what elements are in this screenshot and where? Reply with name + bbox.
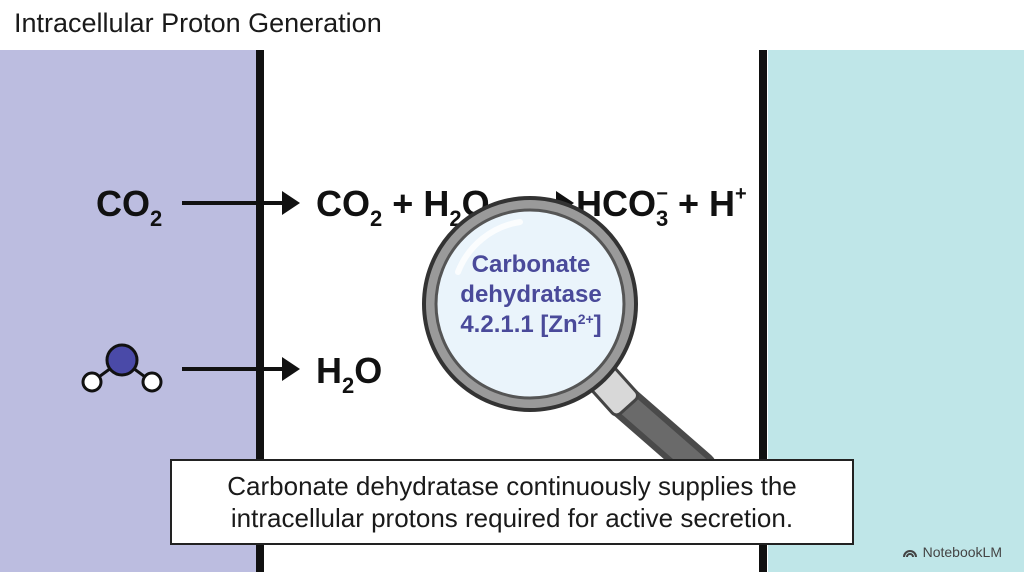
brand-watermark: NotebookLM <box>902 544 1002 560</box>
left-membrane <box>256 50 264 572</box>
caption-line-2: intracellular protons required for activ… <box>230 503 794 533</box>
enzyme-label: Carbonate dehydratase 4.2.1.1 [Zn2+] <box>460 251 602 338</box>
caption-box: Carbonate dehydratase continuously suppl… <box>170 459 854 545</box>
right-membrane <box>759 50 767 572</box>
co2-transport-arrow <box>182 191 300 215</box>
page-title: Intracellular Proton Generation <box>14 8 382 38</box>
notebooklm-logo-icon <box>902 550 917 558</box>
products-label: HCO3− + H+ <box>576 183 747 231</box>
water-molecule-icon <box>81 343 163 393</box>
magnifying-glass-icon <box>422 196 717 472</box>
co2-input-label: CO2 <box>96 183 163 231</box>
caption-line-1: Carbonate dehydratase continuously suppl… <box>227 471 797 501</box>
water-transport-arrow <box>182 357 300 381</box>
water-output-label: H2O <box>316 350 383 398</box>
